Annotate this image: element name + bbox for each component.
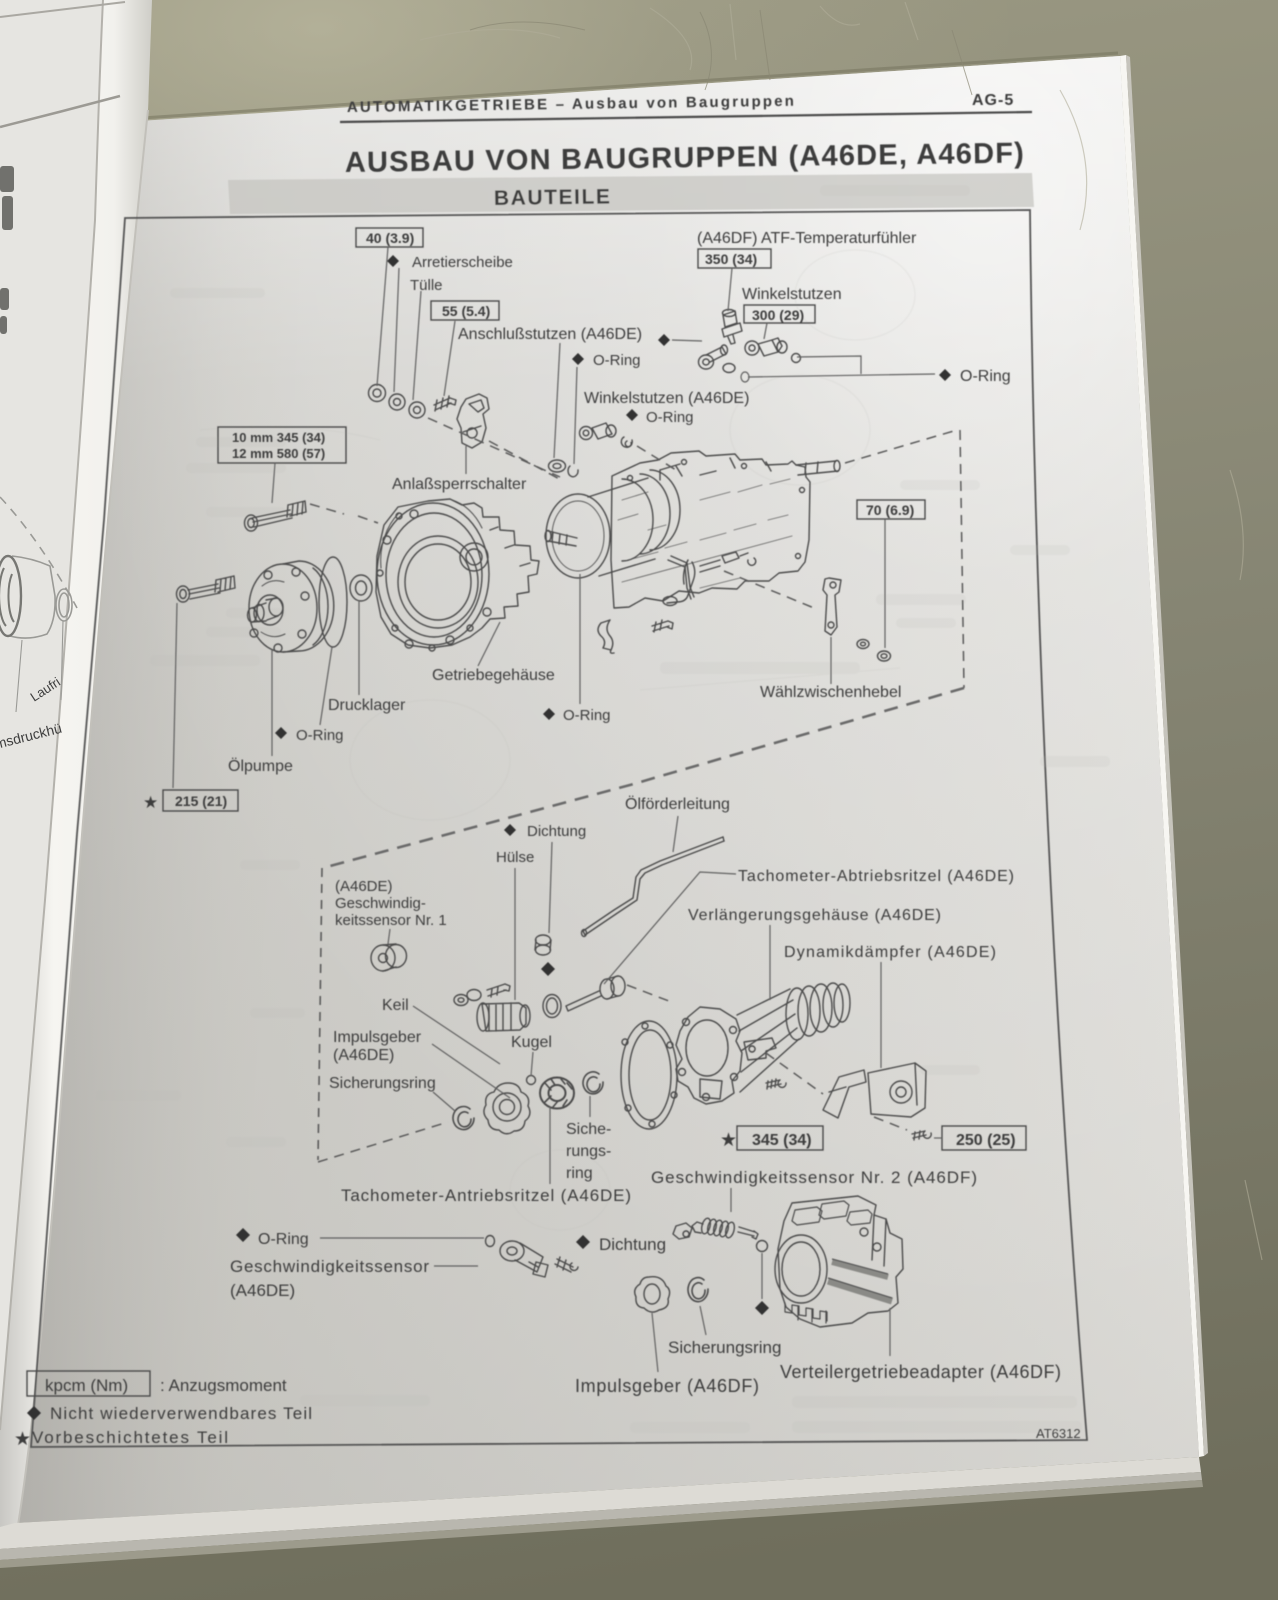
svg-text:Keil: Keil — [382, 997, 409, 1014]
svg-text:12 mm 580 (57): 12 mm 580 (57) — [232, 446, 325, 461]
svg-text:Geschwindig-: Geschwindig- — [335, 895, 426, 912]
svg-text:O-Ring: O-Ring — [960, 368, 1011, 385]
svg-text:Winkelstutzen: Winkelstutzen — [742, 286, 842, 303]
svg-text:Anlaßsperrschalter: Anlaßsperrschalter — [392, 476, 527, 493]
svg-text:Drucklager: Drucklager — [328, 697, 406, 714]
svg-text:Dichtung: Dichtung — [527, 823, 586, 840]
svg-text:Getriebegehäuse: Getriebegehäuse — [432, 667, 555, 684]
svg-text:Sicherungsring: Sicherungsring — [668, 1338, 781, 1357]
svg-text:O-Ring: O-Ring — [593, 352, 641, 369]
svg-text:ring: ring — [566, 1165, 593, 1182]
svg-text:★: ★ — [143, 793, 158, 812]
svg-text:345 (34): 345 (34) — [752, 1132, 812, 1149]
svg-text:rungs-: rungs- — [566, 1143, 611, 1160]
svg-text:(A46DE): (A46DE) — [335, 878, 393, 895]
svg-text:O-Ring: O-Ring — [646, 409, 694, 426]
svg-text:Dichtung: Dichtung — [599, 1235, 666, 1254]
svg-text:70 (6.9): 70 (6.9) — [866, 502, 914, 518]
svg-text:Impulsgeber (A46DF): Impulsgeber (A46DF) — [575, 1376, 759, 1396]
svg-text:Verteilergetriebeadapter (A46D: Verteilergetriebeadapter (A46DF) — [780, 1362, 1061, 1382]
svg-text:Dynamikdämpfer (A46DE): Dynamikdämpfer (A46DE) — [784, 944, 996, 961]
svg-text:kpcm (Nm): kpcm (Nm) — [45, 1376, 128, 1395]
svg-text:Tachometer-Antriebsritzel (A46: Tachometer-Antriebsritzel (A46DE) — [341, 1186, 631, 1205]
svg-text:10 mm 345 (34): 10 mm 345 (34) — [232, 430, 325, 445]
svg-text:(A46DF) ATF-Temperaturfühler: (A46DF) ATF-Temperaturfühler — [697, 230, 917, 247]
svg-text:Arretierscheibe: Arretierscheibe — [412, 254, 513, 271]
svg-text:BAUTEILE: BAUTEILE — [494, 185, 612, 210]
svg-text:215 (21): 215 (21) — [175, 793, 227, 809]
svg-text:Geschwindigkeitssensor: Geschwindigkeitssensor — [230, 1257, 429, 1276]
svg-text:keitssensor Nr. 1: keitssensor Nr. 1 — [335, 912, 447, 929]
svg-text:Siche-: Siche- — [566, 1121, 611, 1138]
svg-text:55 (5.4): 55 (5.4) — [442, 303, 490, 319]
svg-text:350 (34): 350 (34) — [705, 251, 757, 267]
svg-text:O-Ring: O-Ring — [296, 727, 344, 744]
svg-text:(A46DE): (A46DE) — [230, 1281, 295, 1300]
svg-text:Verlängerungsgehäuse (A46DE): Verlängerungsgehäuse (A46DE) — [688, 907, 941, 924]
svg-text:O-Ring: O-Ring — [258, 1231, 309, 1248]
svg-text:: Anzugsmoment: : Anzugsmoment — [160, 1376, 287, 1395]
svg-text:Ölförderleitung: Ölförderleitung — [625, 795, 730, 813]
svg-text:(A46DE): (A46DE) — [333, 1047, 394, 1064]
svg-text:Anschlußstutzen (A46DE): Anschlußstutzen (A46DE) — [458, 326, 642, 343]
svg-text:O-Ring: O-Ring — [563, 707, 611, 724]
svg-text:Wählzwischenhebel: Wählzwischenhebel — [760, 684, 901, 701]
svg-text:Hülse: Hülse — [496, 849, 534, 866]
svg-text:250 (25): 250 (25) — [956, 1132, 1016, 1149]
svg-text:Tachometer-Abtriebsritzel (A46: Tachometer-Abtriebsritzel (A46DE) — [738, 868, 1014, 885]
svg-text:Winkelstutzen (A46DE): Winkelstutzen (A46DE) — [584, 390, 749, 407]
svg-text:★: ★ — [720, 1130, 737, 1151]
svg-text:Ölpumpe: Ölpumpe — [228, 757, 293, 775]
svg-text:Kugel: Kugel — [511, 1034, 552, 1051]
svg-text:Tülle: Tülle — [410, 277, 443, 294]
svg-text:40 (3.9): 40 (3.9) — [366, 230, 414, 246]
svg-text:Sicherungsring: Sicherungsring — [329, 1075, 436, 1092]
svg-text:300 (29): 300 (29) — [752, 307, 804, 323]
svg-text:Impulsgeber: Impulsgeber — [333, 1029, 422, 1046]
svg-text:Geschwindigkeitssensor Nr. 2 (: Geschwindigkeitssensor Nr. 2 (A46DF) — [651, 1168, 977, 1187]
svg-text:Nicht wiederverwendbares Teil: Nicht wiederverwendbares Teil — [50, 1404, 312, 1423]
svg-text:AG-5: AG-5 — [972, 92, 1014, 109]
svg-text:★: ★ — [14, 1429, 31, 1450]
svg-text:AT6312: AT6312 — [1036, 1426, 1081, 1441]
